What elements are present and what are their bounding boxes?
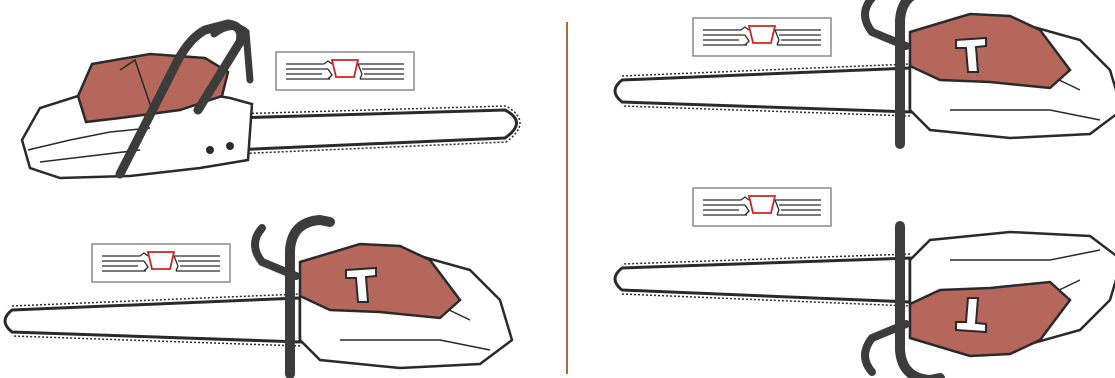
detail-inset-bottom-left [92, 244, 230, 282]
chainsaw-top-right [615, 0, 1115, 144]
detail-inset-bottom-right [693, 188, 831, 226]
chainsaw-top-left [22, 24, 520, 178]
chainsaw-bottom-left [5, 220, 512, 374]
detail-inset-top-right [693, 18, 831, 56]
detail-inset-top-left [276, 52, 414, 90]
chainsaw-bottom-right [615, 226, 1115, 378]
